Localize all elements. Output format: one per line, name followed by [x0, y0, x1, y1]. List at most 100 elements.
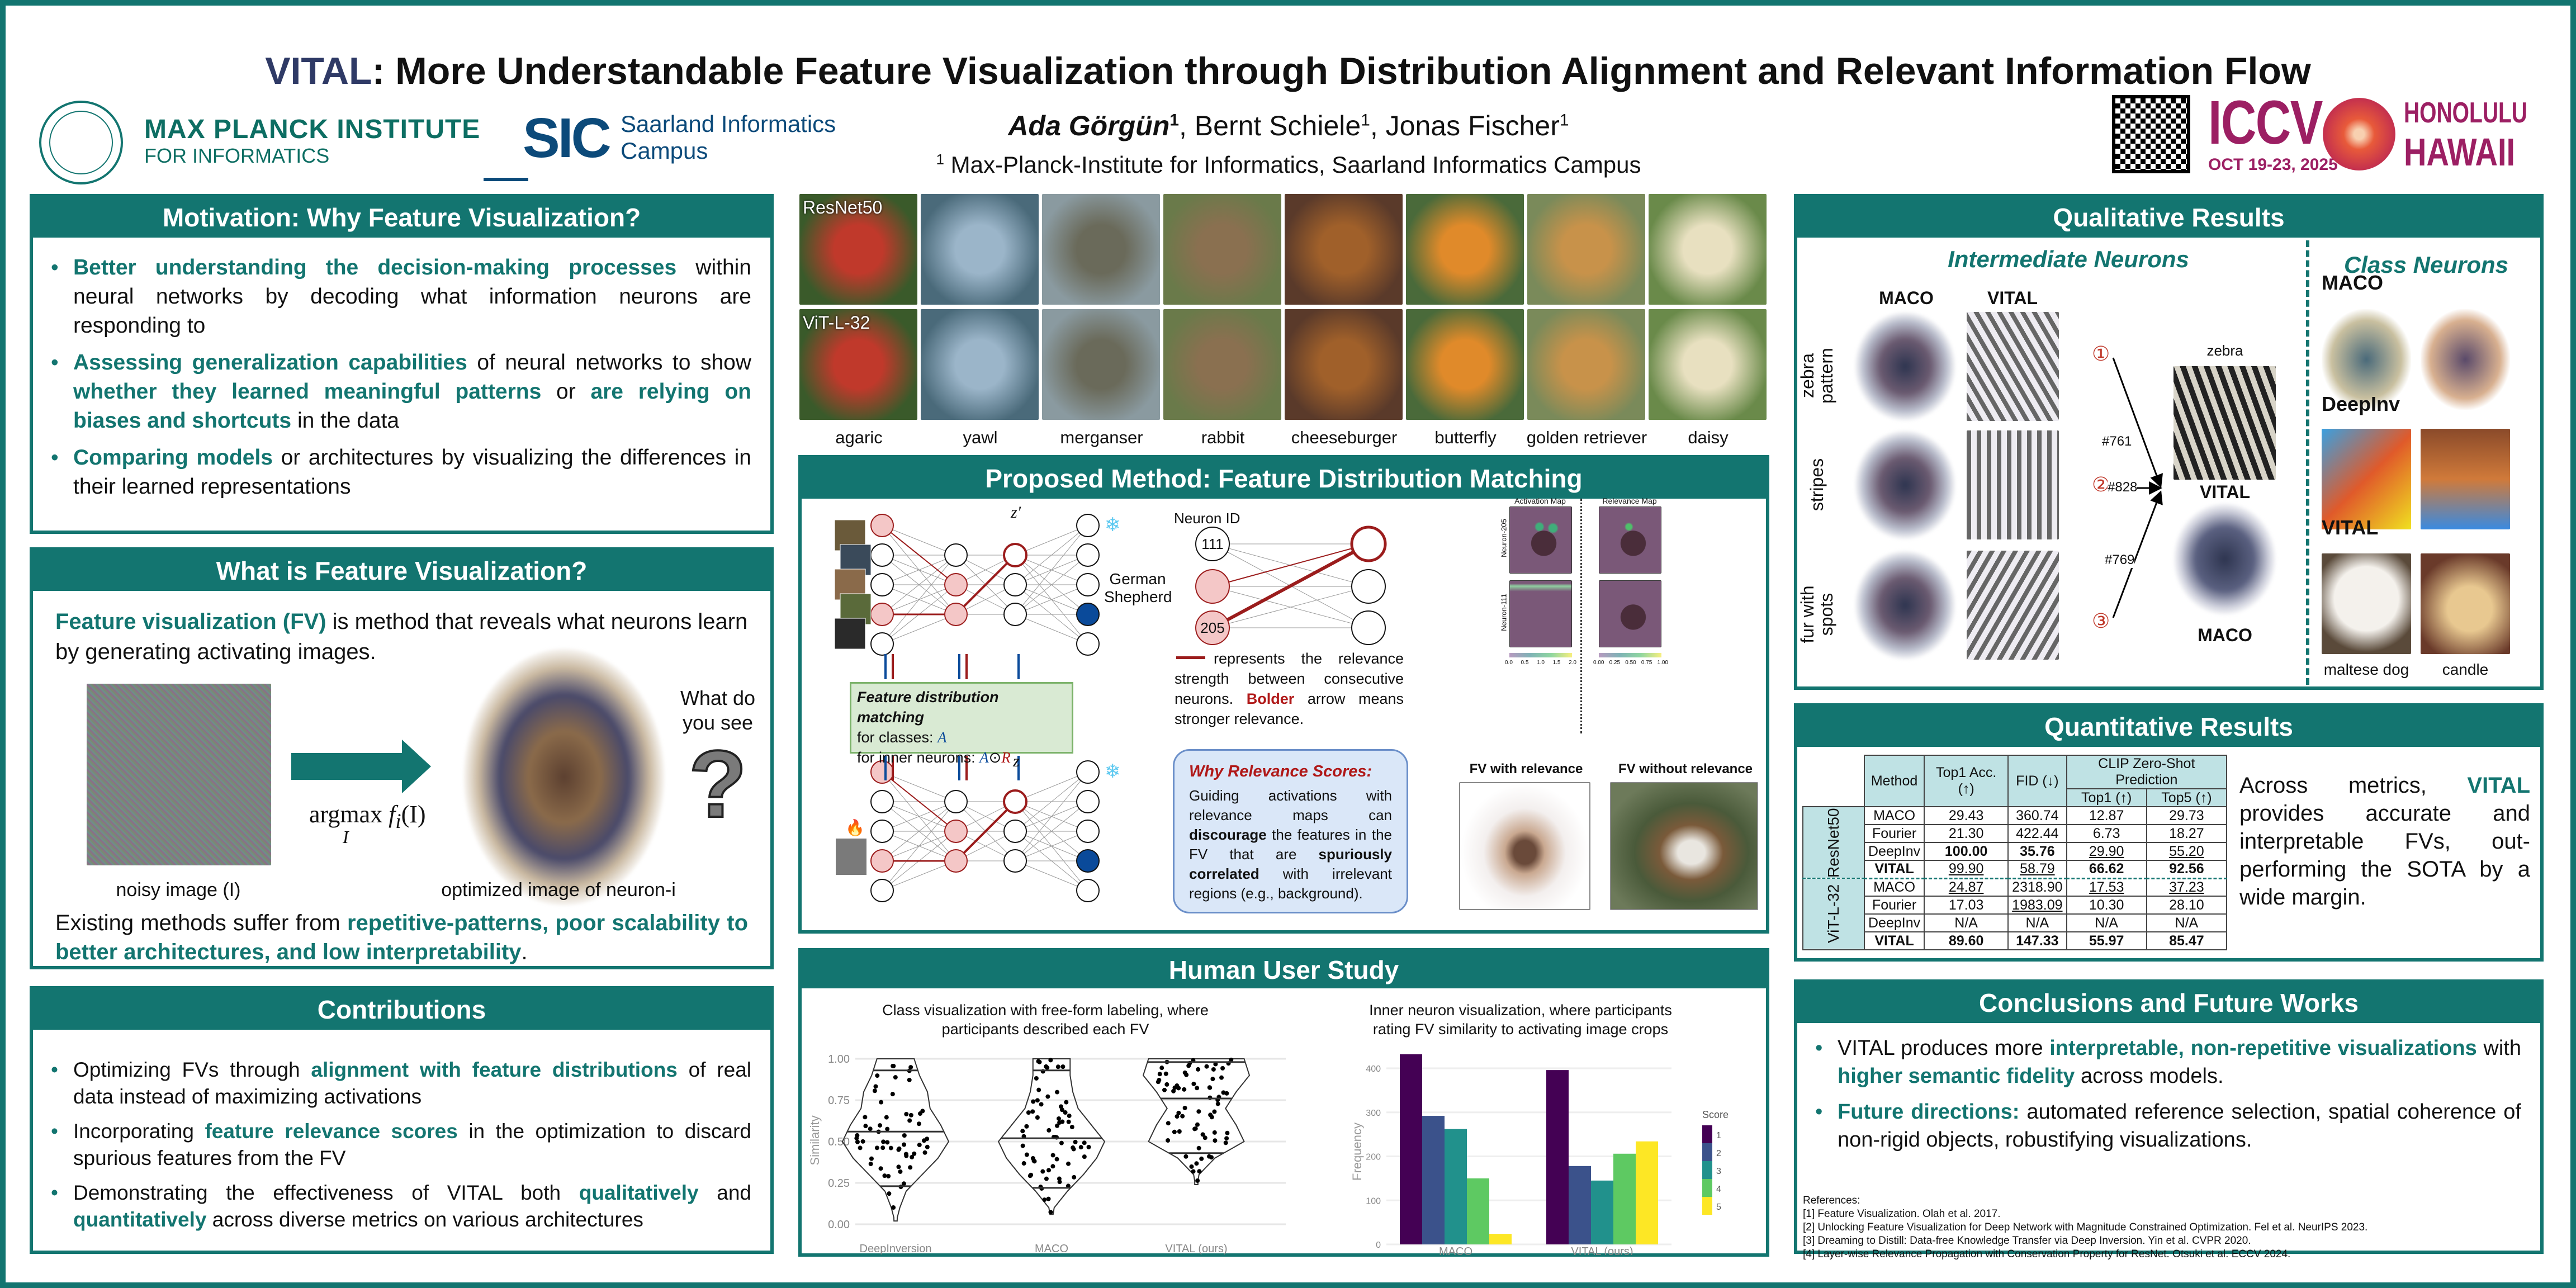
connection-line — [1015, 801, 1088, 832]
data-point — [1039, 1102, 1044, 1107]
connection-line — [882, 771, 956, 802]
data-point — [1082, 1140, 1087, 1145]
noisy-image — [87, 684, 271, 865]
fv-without-relevance-label: FV without relevance — [1618, 761, 1753, 776]
image-merganser-resnet50 — [1042, 194, 1160, 305]
table-cell: 10.30 — [2066, 896, 2147, 915]
data-point — [1194, 1161, 1199, 1166]
neuron-node — [944, 790, 968, 813]
data-point — [1182, 1087, 1187, 1092]
vital-fv-image — [1967, 551, 2059, 660]
data-point — [1035, 1098, 1040, 1103]
x-tick-label: VITAL (ours) — [1165, 1243, 1227, 1255]
data-point — [1044, 1176, 1049, 1181]
relevance-arrow — [882, 525, 956, 585]
connection-line — [1015, 555, 1088, 645]
neuron-node — [944, 573, 968, 596]
neuron-node — [1076, 573, 1100, 596]
neuron-node — [1076, 603, 1100, 626]
class-fv-candle — [2421, 429, 2510, 529]
author-name: Bernt Schiele — [1194, 110, 1361, 141]
fdm-a-symbol: A — [979, 749, 989, 766]
table-cell: 1983.09 — [2007, 896, 2067, 915]
mpi-seal-icon — [39, 101, 123, 184]
data-point — [1196, 1109, 1201, 1114]
highlighted-text: qualitatively — [579, 1181, 699, 1204]
connection-line — [1015, 555, 1088, 585]
image-cheeseburger-resnet50 — [1285, 194, 1403, 305]
qualitative-header: Qualitative Results — [1797, 197, 2540, 238]
data-point — [916, 1121, 921, 1126]
violin-chart-title: Class visualization with free-form label… — [882, 1002, 1209, 1038]
fdm-classes-label: for classes: — [857, 729, 938, 746]
x-tick-label: DeepInversion — [860, 1243, 932, 1255]
class-label: merganser — [1060, 428, 1143, 447]
highlighted-text: repetitive-patterns, poor scalability to… — [55, 911, 749, 964]
neuron-id-111: 111 — [1201, 536, 1224, 552]
highlighted-text: Comparing models — [73, 446, 273, 470]
data-point — [908, 1065, 913, 1070]
fv-without-relevance-image — [1610, 782, 1758, 910]
qr-code-icon[interactable] — [2112, 95, 2190, 173]
table-cell: 85.47 — [2146, 931, 2228, 950]
data-point — [903, 1152, 908, 1157]
data-point — [1220, 1066, 1225, 1071]
data-point — [1180, 1114, 1185, 1119]
image-daisy-vit — [1649, 309, 1767, 420]
connection-line — [882, 525, 956, 615]
table-cell: 66.62 — [2066, 860, 2147, 879]
reference-image-thumbnail — [834, 618, 866, 650]
neuron-id-205: 205 — [1200, 619, 1225, 636]
arrow-head-icon — [402, 740, 431, 793]
method-header: Proposed Method: Feature Distribution Ma… — [802, 458, 1766, 499]
neuron-node — [1351, 610, 1386, 645]
data-point — [886, 1173, 891, 1178]
text-segment: across diverse metrics on various archit… — [206, 1208, 643, 1231]
why-relevance-box: Why Relevance Scores: Guiding activation… — [1173, 749, 1408, 913]
data-point — [1215, 1101, 1220, 1106]
arrow-icon — [291, 753, 403, 780]
data-point — [873, 1084, 878, 1089]
data-point — [887, 1191, 892, 1196]
text-segment: or architectures by visualizing the diff… — [73, 446, 751, 499]
data-point — [1045, 1094, 1050, 1099]
highlighted-text: Future directions: — [1838, 1100, 2020, 1124]
motivation-header: Motivation: Why Feature Visualization? — [33, 197, 770, 238]
data-point — [1166, 1138, 1171, 1143]
data-point — [925, 1144, 930, 1149]
text-segment: . — [521, 940, 528, 964]
y-tick-label: 0.25 — [828, 1177, 850, 1190]
tick: 0.25 — [1609, 660, 1621, 666]
highlighted-text: Bolder — [1246, 690, 1295, 707]
data-point — [1210, 1077, 1215, 1082]
user-study-header: Human User Study — [802, 951, 1766, 988]
data-point — [860, 1139, 865, 1144]
legend-swatch — [1702, 1179, 1712, 1197]
conclusions-header: Conclusions and Future Works — [1797, 983, 2540, 1023]
text-segment: Demonstrating the effectiveness of VITAL… — [73, 1181, 579, 1204]
neuron-node — [1003, 789, 1027, 814]
formula-argmax: argmax — [309, 801, 383, 828]
target-zebra-label: zebra — [2206, 342, 2243, 359]
tick: 0.5 — [1521, 660, 1529, 666]
data-point — [1182, 1105, 1187, 1110]
intermediate-neurons-title: Intermediate Neurons — [1948, 246, 2189, 272]
neuron-node — [944, 603, 968, 626]
text-segment: VITAL produces more — [1838, 1036, 2050, 1060]
data-point — [1056, 1116, 1061, 1121]
text-segment: with irrelevant regions (e.g., backgroun… — [1189, 865, 1392, 902]
data-point — [912, 1151, 917, 1156]
text-segment: Optimizing FVs through — [73, 1058, 311, 1081]
data-point — [1024, 1152, 1029, 1157]
data-point — [1204, 1064, 1209, 1069]
text-segment: within neural networks by decoding what … — [73, 255, 751, 338]
marker-icon: ② — [2092, 473, 2110, 496]
neuron-id-769: #769 — [2105, 552, 2135, 568]
row-label: fur with spots — [1797, 585, 1836, 643]
relevance-arrow-icon — [1176, 656, 1205, 659]
data-point — [1057, 1120, 1062, 1125]
table-cell: 100.00 — [1924, 842, 2009, 861]
bar-vitalours-score-5 — [1636, 1141, 1658, 1244]
neuron-node — [1350, 525, 1387, 562]
